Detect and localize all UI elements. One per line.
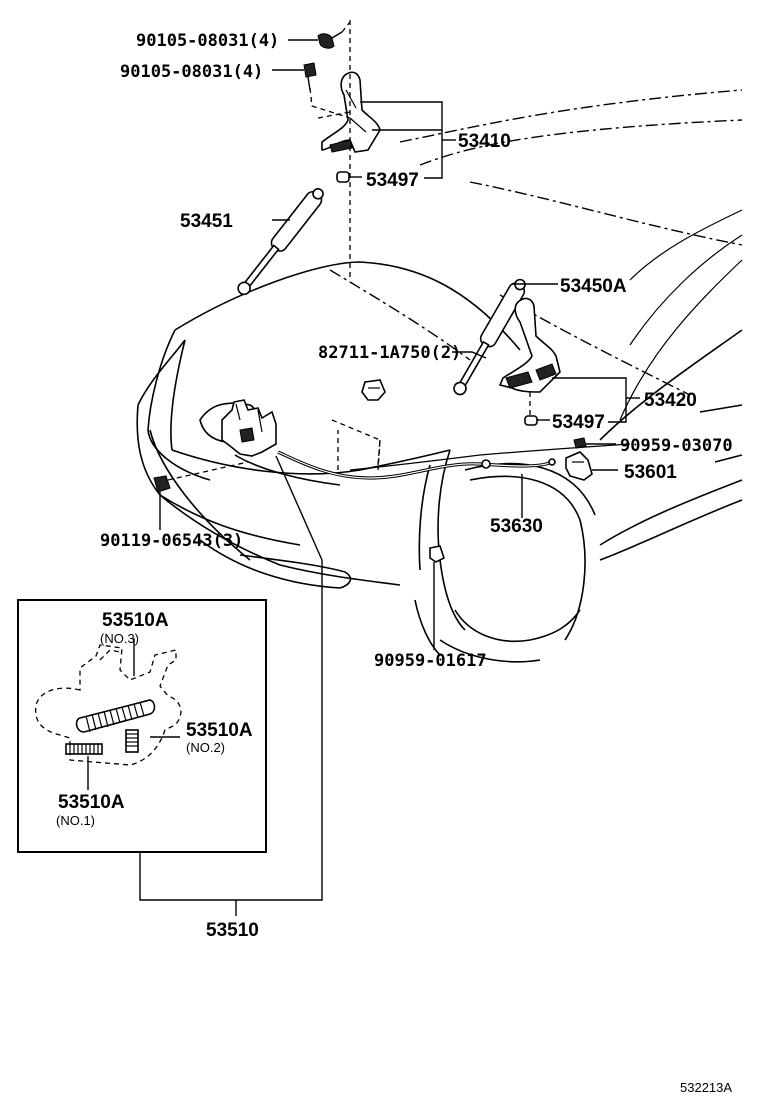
label-inset-no1: 53510A bbox=[58, 792, 125, 813]
inset-detail-box bbox=[17, 599, 267, 853]
hinge-stopper-right bbox=[524, 415, 538, 426]
label-clip: 82711-1A750(2) bbox=[318, 343, 461, 363]
label-cable: 53630 bbox=[490, 516, 543, 537]
reference-code: 532213A bbox=[680, 1080, 732, 1095]
label-hinge-right: 53420 bbox=[644, 390, 697, 411]
label-inset-no3: 53510A bbox=[102, 610, 169, 631]
label-inset-no2-sub: (NO.2) bbox=[186, 740, 225, 755]
label-stopper-left: 53497 bbox=[366, 170, 419, 191]
release-cable bbox=[277, 450, 556, 480]
part-labels: 90105-08031(4) 90105-08031(4) 53410 5349… bbox=[56, 31, 733, 1095]
cable-clamp-lower bbox=[429, 545, 445, 563]
hood-support-left bbox=[237, 187, 324, 296]
hood-hinge-right bbox=[498, 297, 561, 393]
leader-lines bbox=[139, 39, 640, 916]
label-stopper-right: 53497 bbox=[552, 412, 605, 433]
hinge-stopper-left bbox=[336, 171, 350, 183]
hood-support-right bbox=[453, 278, 526, 396]
car-body-outline bbox=[136, 89, 743, 663]
spring-no3-icon bbox=[75, 699, 156, 733]
label-hinge-left: 53410 bbox=[458, 131, 511, 152]
label-bolt-lock: 90119-06543(3) bbox=[100, 531, 243, 551]
bolt-upper-icon bbox=[317, 31, 343, 49]
label-support-left: 53451 bbox=[180, 211, 233, 232]
spring-no1-icon bbox=[65, 743, 103, 755]
hood-hinge-left bbox=[321, 71, 381, 153]
hood-lock-assembly bbox=[221, 399, 277, 457]
bolt-lock-icon bbox=[153, 461, 249, 493]
label-support-right: 53450A bbox=[560, 276, 627, 297]
label-inset-no3-sub: (NO.3) bbox=[100, 631, 139, 646]
cable-clamp-right bbox=[573, 437, 587, 449]
spring-no2-icon bbox=[125, 729, 139, 753]
label-clamp-lower: 90959-01617 bbox=[374, 651, 487, 671]
clip-icon bbox=[361, 379, 386, 401]
label-lock-assy: 53510 bbox=[206, 920, 259, 941]
label-clamp-right: 90959-03070 bbox=[620, 436, 733, 456]
label-inset-no2: 53510A bbox=[186, 720, 253, 741]
label-lever: 53601 bbox=[624, 462, 677, 483]
bolt-lower-icon bbox=[303, 62, 317, 91]
label-inset-no1-sub: (NO.1) bbox=[56, 813, 95, 828]
label-bolt-upper: 90105-08031(4) bbox=[136, 31, 279, 51]
release-lever bbox=[565, 451, 593, 481]
label-bolt-lower: 90105-08031(4) bbox=[120, 62, 263, 82]
